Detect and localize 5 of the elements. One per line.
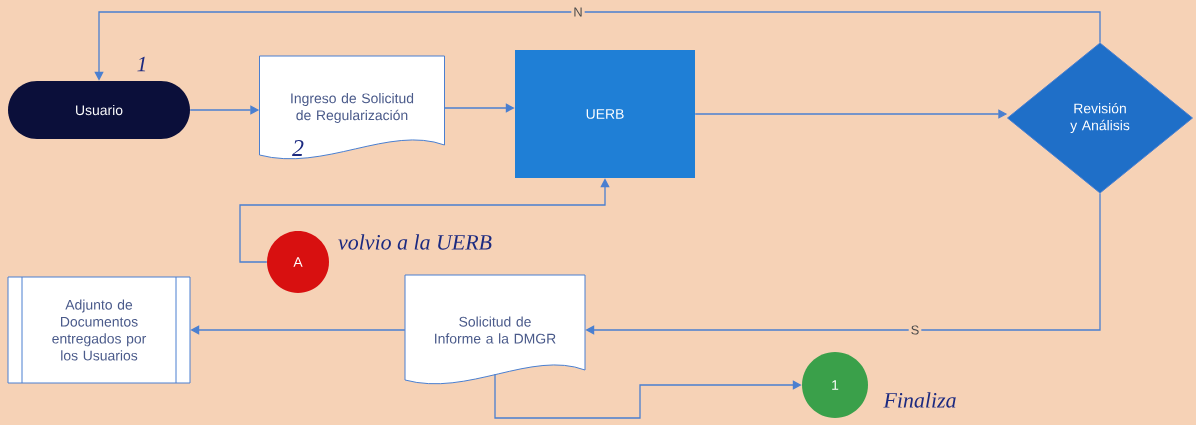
handwritten-note: Finaliza <box>883 392 956 408</box>
process-box: UERB <box>515 50 695 178</box>
handwritten-note: 1 <box>137 56 146 72</box>
predefined-process-box: Adjunto de Documentos entregados por los Usuarios <box>7 276 191 384</box>
handwritten-note: volvio a la UERB <box>338 234 492 250</box>
